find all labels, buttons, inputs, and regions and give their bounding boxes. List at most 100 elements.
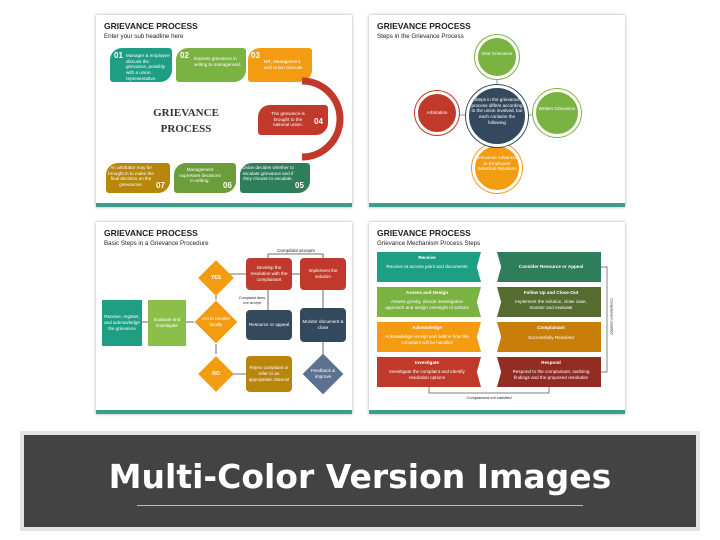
step-05-number: 05: [295, 181, 304, 190]
step-01-text: Manager & employee discuss the grievance…: [126, 53, 170, 81]
left-step-receive-title: Receive: [418, 255, 436, 260]
right-step-respond-text: Respond to the complainant, outlining fi…: [512, 369, 590, 380]
right-step-follow-up-text: Implement the solution, close case, moni…: [515, 299, 587, 310]
right-step-respond-title: Respond: [541, 360, 561, 365]
left-step-investigate-text: Investigate the complaint and identify r…: [389, 369, 465, 380]
step-04-number: 04: [314, 117, 323, 126]
reject-box: Reject complaint or refer to an appropri…: [246, 356, 292, 392]
step-02-number: 02: [180, 51, 189, 60]
right-circle: [533, 89, 581, 137]
resource-box: Resource or appeal: [246, 310, 292, 340]
step-06-text: Management expresses decisions in writin…: [179, 167, 221, 184]
complaint-accepts-label: Complaint accepts: [277, 248, 315, 253]
slide-title: GRIEVANCE PROCESS: [377, 228, 471, 238]
slide-grievance-process-steps[interactable]: GRIEVANCE PROCESS Enter your sub headlin…: [96, 15, 352, 207]
step-02-text: Express grievance in writing to manageme…: [194, 56, 242, 67]
left-step-acknowledge: [377, 322, 481, 352]
left-step-acknowledge-text: Acknowledge receipt and outline how the …: [385, 334, 469, 345]
right-step-follow-up: [497, 287, 601, 317]
complainant-satisfied-label: Complainant satisfied: [609, 298, 614, 335]
left-step-assess: [377, 287, 481, 317]
evaluate-box: Evaluate and investigate: [148, 300, 186, 346]
step-05-shape: [240, 163, 310, 193]
step-03-shape: [248, 48, 312, 82]
center-title-line2: PROCESS: [160, 123, 212, 135]
slide-basic-steps[interactable]: GRIEVANCE PROCESS Basic Steps in a Griev…: [96, 222, 352, 414]
left-step-assess-text: Assess gravity, decide investigative app…: [385, 299, 469, 310]
step-01-number: 01: [114, 51, 123, 60]
left-step-acknowledge-title: Acknowledge: [412, 325, 442, 330]
step-06-number: 06: [223, 181, 232, 190]
step-04-text: The grievance is brought to the national…: [271, 111, 305, 128]
slide-subtitle: Basic Steps in a Grievance Procedure: [104, 240, 209, 247]
center-title-line1: GRIEVANCE: [153, 107, 219, 119]
develop-box: Develop the resolution with the complain…: [246, 258, 292, 290]
slide-title: GRIEVANCE PROCESS: [104, 228, 198, 238]
right-step-complainant-text: Successfully Resolved: [528, 335, 574, 340]
slide-footer-bar: [96, 410, 352, 414]
center-circle-text: Steps in the grievance process differs a…: [471, 97, 523, 125]
complaint-not-accept-label: Complaint does not accept: [238, 296, 266, 305]
implement-box: Implement the solution: [300, 258, 346, 290]
slide-title: GRIEVANCE PROCESS: [377, 21, 471, 31]
left-circle: [415, 91, 459, 135]
multi-color-banner: Multi-Color Version Images: [20, 431, 700, 531]
receive-box: Receive, register, and acknowledge the g…: [102, 300, 142, 346]
no-text: NO: [212, 371, 220, 377]
feedback-text: Feedback & improve: [310, 368, 336, 379]
step-04-shape: [258, 105, 328, 135]
yes-text: YES: [210, 275, 221, 281]
right-circle-text: Written Grievance: [538, 106, 576, 111]
right-step-complainant-title: Complainant: [537, 325, 565, 330]
complainant-not-satisfied-label: Complainant not satisfied: [466, 395, 512, 400]
left-step-investigate-title: Investigate: [415, 360, 439, 365]
banner-title: Multi-Color Version Images: [108, 457, 612, 496]
top-circle: [475, 35, 519, 79]
banner-underline: [137, 505, 583, 506]
right-step-consider-title: Consider Resource or Appeal: [518, 264, 584, 269]
right-step-complainant: [497, 322, 601, 352]
left-step-investigate: [377, 357, 481, 387]
step-07-number: 07: [156, 181, 165, 190]
slide-subtitle: Enter your sub headline here: [104, 33, 184, 40]
slide-mechanism-steps[interactable]: GRIEVANCE PROCESS Grievance Mechanism Pr…: [369, 222, 625, 414]
reject-text: Reject complaint or refer to an appropri…: [248, 365, 290, 382]
step-03-text: HR, Management, and Union Discuss.: [264, 59, 304, 70]
act-text: Act to resolve locally: [202, 316, 230, 327]
flow-connectors: [142, 253, 324, 375]
left-step-receive-text: Receive at access point and documents: [386, 264, 468, 269]
right-step-respond: [497, 357, 601, 387]
right-step-consider: [497, 252, 601, 282]
bottom-circle-text: Grievance Advanced to Employee/ Industri…: [475, 155, 519, 172]
resource-text: Resource or appeal: [248, 322, 290, 328]
slide-footer-bar: [369, 410, 625, 414]
step-07-text: An arbitrator may be brought in to make …: [108, 165, 154, 188]
left-circle-text: Arbitration: [426, 110, 448, 115]
monitor-box: Monitor document & close: [300, 308, 346, 342]
implement-text: Implement the solution: [308, 268, 338, 279]
develop-text: Develop the resolution with the complain…: [250, 265, 288, 282]
slide-subtitle: Grievance Mechanism Process Steps: [377, 240, 481, 247]
left-step-assess-title: Assess and Design: [405, 290, 449, 295]
slide-subtitle: Steps in the Grievance Process: [377, 33, 464, 40]
center-circle: [466, 85, 528, 147]
step-02-shape: [176, 48, 246, 82]
step-04-arc: [301, 77, 344, 161]
monitor-text: Monitor document & close: [302, 319, 344, 330]
top-circle-text: Oral Grievance: [481, 51, 513, 56]
evaluate-text: Evaluate and investigate: [153, 317, 181, 328]
receive-text: Receive, register, and acknowledge the g…: [104, 314, 140, 331]
slide-title: GRIEVANCE PROCESS: [104, 21, 198, 31]
step-03-number: 03: [251, 51, 260, 60]
right-step-follow-up-title: Follow Up and Close-Out: [523, 290, 579, 295]
step-06-shape: [174, 163, 236, 193]
step-07-shape: [106, 163, 170, 193]
step-01-shape: [110, 48, 172, 82]
step-05-text: Union decides whether to escalate grieva…: [242, 165, 294, 182]
slide-footer-bar: [369, 203, 625, 207]
slide-steps-in-grievance[interactable]: GRIEVANCE PROCESS Steps in the Grievance…: [369, 15, 625, 207]
left-step-receive: [377, 252, 481, 282]
slide-footer-bar: [96, 203, 352, 207]
loop-lines: [428, 266, 608, 394]
